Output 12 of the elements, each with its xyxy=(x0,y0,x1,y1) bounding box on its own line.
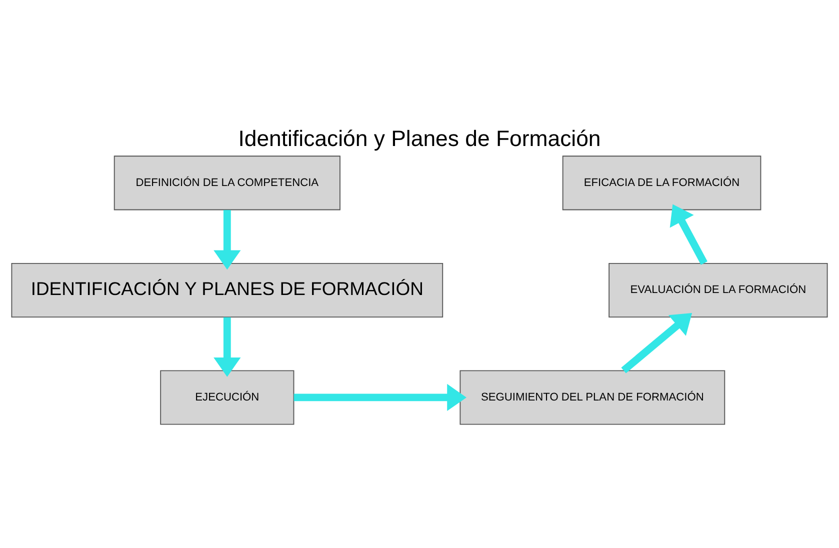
node-box: SEGUIMIENTO DEL PLAN DE FORMACIÓN xyxy=(460,370,726,424)
node-box: EFICACIA DE LA FORMACIÓN xyxy=(562,155,762,210)
arrow xyxy=(214,316,241,376)
arrow xyxy=(621,312,692,373)
arrow xyxy=(294,383,466,411)
node-box: EJECUCIÓN xyxy=(160,370,294,424)
arrow xyxy=(670,204,708,264)
node-box: DEFINICIÓN DE LA COMPETENCIA xyxy=(114,155,340,210)
diagram-title: Identificación y Planes de Formación xyxy=(238,126,601,151)
node-box: IDENTIFICACIÓN Y PLANES DE FORMACIÓN xyxy=(11,262,444,317)
arrow xyxy=(214,209,241,270)
node-box: EVALUACIÓN DE LA FORMACIÓN xyxy=(608,262,828,317)
